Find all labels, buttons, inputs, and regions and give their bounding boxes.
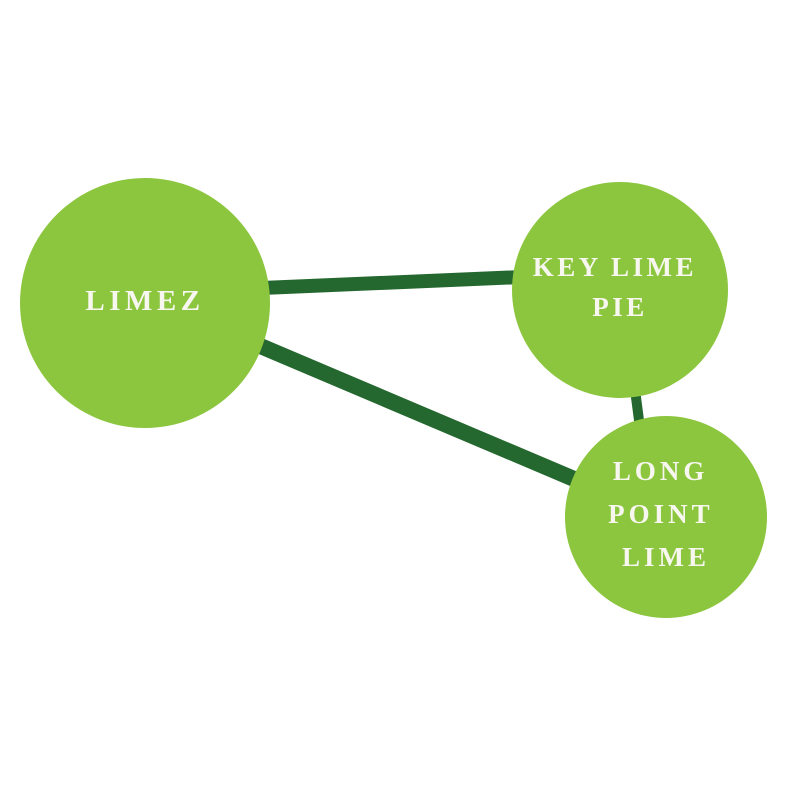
node-limez-circle[interactable] xyxy=(20,178,270,428)
edge-limez-long-point-lime[interactable] xyxy=(254,337,604,498)
node-long-point-lime-circle[interactable] xyxy=(565,416,767,618)
node-limez[interactable]: LIMEZ xyxy=(20,178,270,428)
node-long-point-lime[interactable]: LONG POINT LIME xyxy=(565,416,767,618)
node-key-lime-pie[interactable]: KEY LIME PIE xyxy=(512,182,728,398)
node-key-lime-pie-circle[interactable] xyxy=(512,182,728,398)
